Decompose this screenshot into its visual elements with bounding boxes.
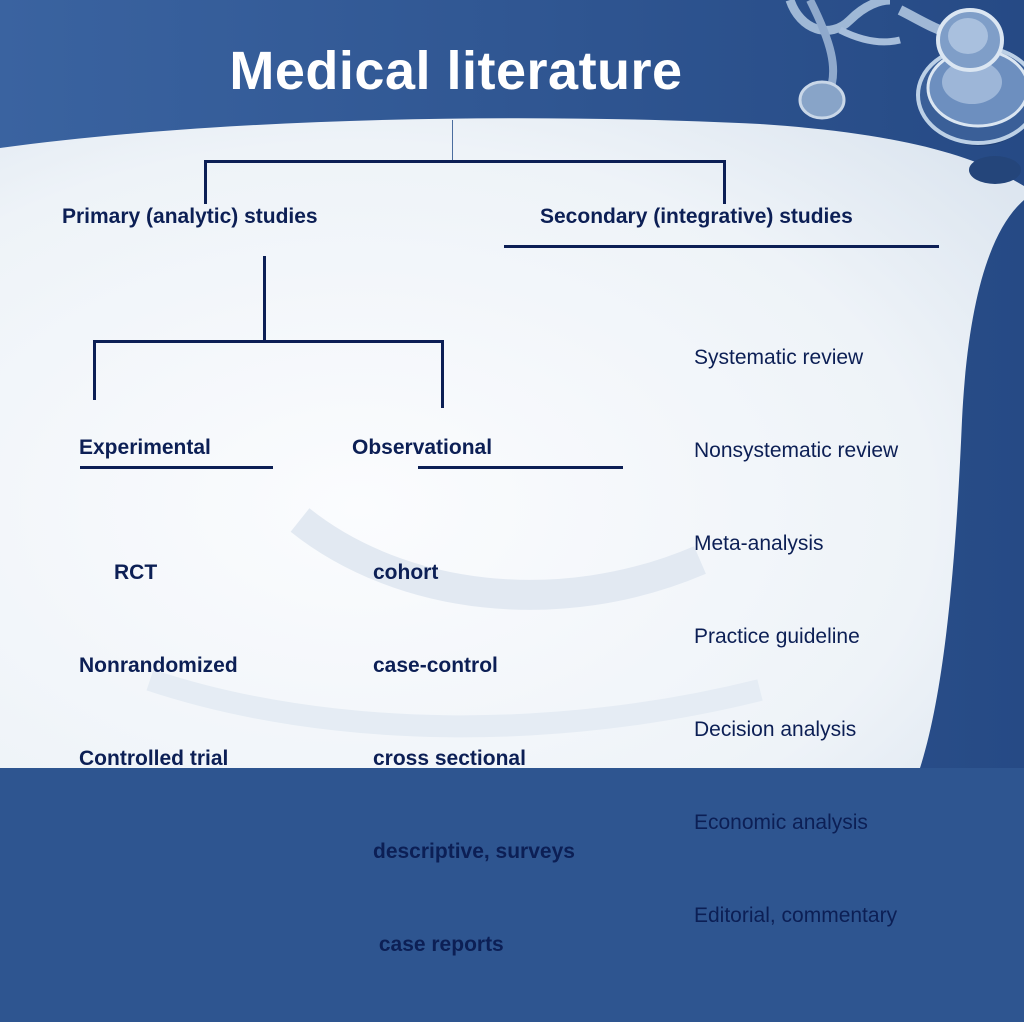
list-item: Systematic review — [694, 346, 864, 369]
list-item: descriptive, surveys — [373, 840, 575, 863]
list-item: case reports — [373, 933, 504, 956]
slide: Medical literature Primary (analytic) st… — [0, 0, 1024, 956]
title-stem-line — [452, 120, 453, 160]
list-item: Economic analysis — [694, 811, 868, 834]
page-title: Medical literature — [229, 41, 683, 101]
list-item: cross sectional — [373, 747, 526, 770]
experimental-label: Experimental — [79, 436, 211, 459]
experimental-drop-line — [93, 340, 96, 400]
secondary-studies-list: Systematic review Nonsystematic review M… — [694, 280, 898, 993]
experimental-underline — [80, 466, 273, 469]
secondary-drop-line — [723, 160, 726, 204]
slide-background — [0, 0, 1024, 768]
secondary-studies-label: Secondary (integrative) studies — [540, 205, 853, 228]
stethoscope-icon — [785, 0, 1024, 184]
primary-drop-line — [204, 160, 207, 204]
list-item: RCT — [79, 561, 158, 584]
list-item: cohort — [373, 561, 439, 584]
observational-underline — [418, 466, 623, 469]
experimental-studies-list: RCT Nonrandomized Controlled trial — [79, 495, 238, 836]
secondary-underline — [504, 245, 939, 248]
list-item: case-control — [373, 654, 498, 677]
primary-branch-line — [93, 340, 444, 343]
observational-studies-list: cohort case-control cross sectional desc… — [373, 495, 575, 1022]
observational-drop-line — [441, 340, 444, 408]
list-item: Meta-analysis — [694, 532, 824, 555]
top-branch-line — [204, 160, 726, 163]
list-item: Practice guideline — [694, 625, 860, 648]
list-item: Controlled trial — [79, 747, 229, 770]
observational-label: Observational — [352, 436, 493, 459]
list-item: Editorial, commentary — [694, 904, 898, 927]
primary-studies-label: Primary (analytic) studies — [62, 205, 318, 228]
list-item: Nonrandomized — [79, 654, 238, 677]
primary-stem-line — [263, 256, 266, 342]
list-item: Nonsystematic review — [694, 439, 899, 462]
list-item: Decision analysis — [694, 718, 857, 741]
